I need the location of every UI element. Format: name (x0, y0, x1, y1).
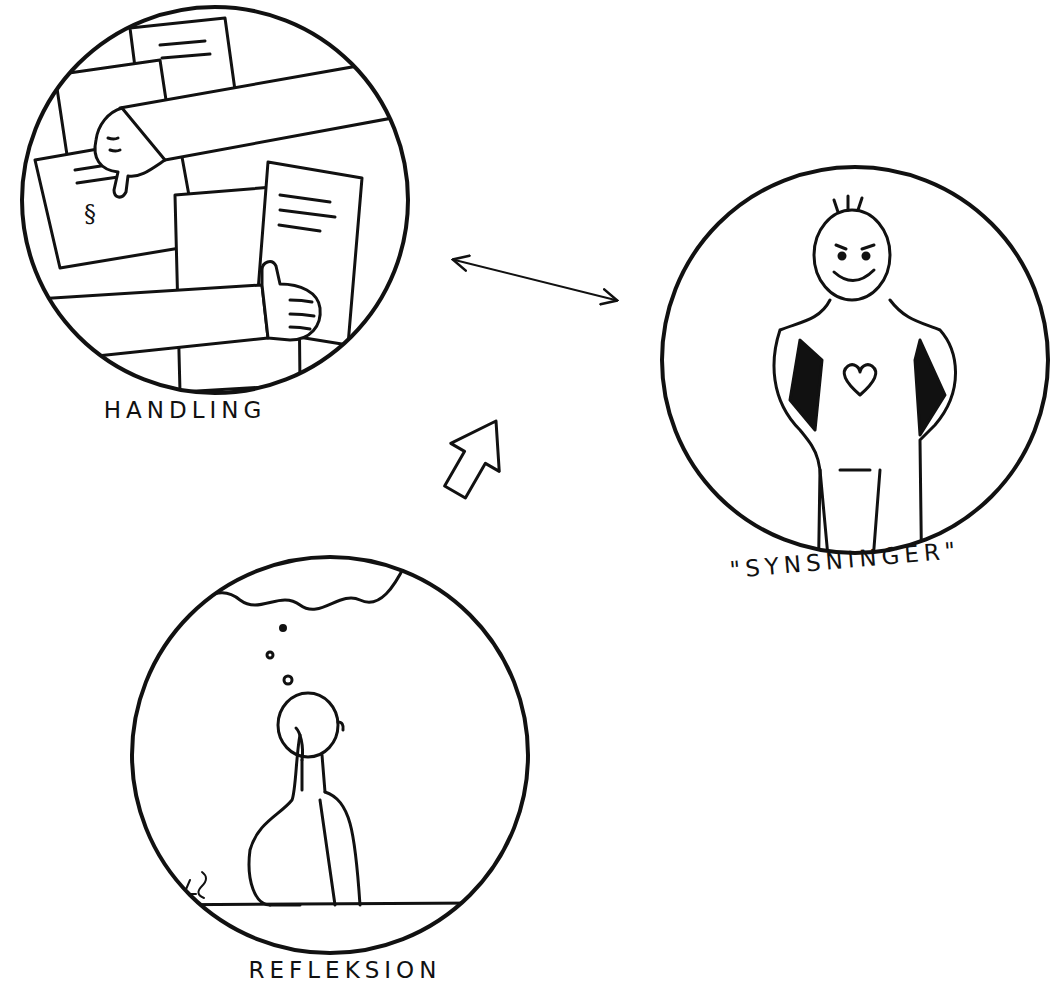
finger-lines (108, 138, 120, 151)
circle-outline (20, 5, 410, 395)
sleeve (120, 55, 425, 160)
thought-dot (281, 626, 286, 631)
circle-caption: HANDLING (104, 397, 267, 423)
thumbs-up-hand (262, 262, 320, 340)
paragraph-symbol: § (84, 200, 96, 228)
heart (844, 365, 876, 395)
paper-line (280, 210, 335, 217)
finger-lines (290, 300, 314, 329)
right-arm (915, 340, 945, 435)
paper (255, 162, 362, 345)
shoulder (325, 792, 360, 905)
body-line (320, 800, 335, 905)
circle-outline (660, 165, 1050, 555)
circle-outline (130, 555, 530, 955)
thought-dot (267, 652, 273, 658)
arm (249, 735, 300, 905)
illustration-circle: HANDLING (20, 5, 410, 395)
thought-dot (284, 676, 292, 684)
double-arrow (453, 259, 618, 300)
paper-line (162, 54, 210, 58)
paper-line (280, 195, 330, 202)
finger (296, 728, 303, 760)
circle-caption: "SYNSNINGER" (729, 537, 962, 583)
eyebrows (836, 245, 874, 249)
head (814, 210, 890, 300)
legs (820, 470, 880, 600)
sleeve (20, 285, 268, 362)
head (278, 693, 338, 757)
eye (839, 253, 845, 259)
hair (834, 196, 862, 212)
paper-line (160, 41, 205, 45)
left-arm (790, 340, 822, 430)
table-edge (140, 903, 480, 905)
thumbs-down-hand (95, 108, 165, 197)
circle-border (132, 557, 528, 953)
block-arrow-shape (431, 407, 520, 506)
illustration-circle: REFLEKSION (130, 555, 530, 955)
circle-caption: REFLEKSION (249, 957, 442, 983)
circle-border (662, 167, 1048, 553)
smile (834, 270, 874, 281)
ear (338, 722, 343, 730)
illustration-circle: "SYNSNINGER" (660, 165, 1050, 555)
eye (863, 253, 869, 259)
paper-line (279, 225, 320, 231)
neck (302, 755, 325, 792)
circle-border (22, 7, 408, 393)
block-arrow (431, 407, 520, 506)
